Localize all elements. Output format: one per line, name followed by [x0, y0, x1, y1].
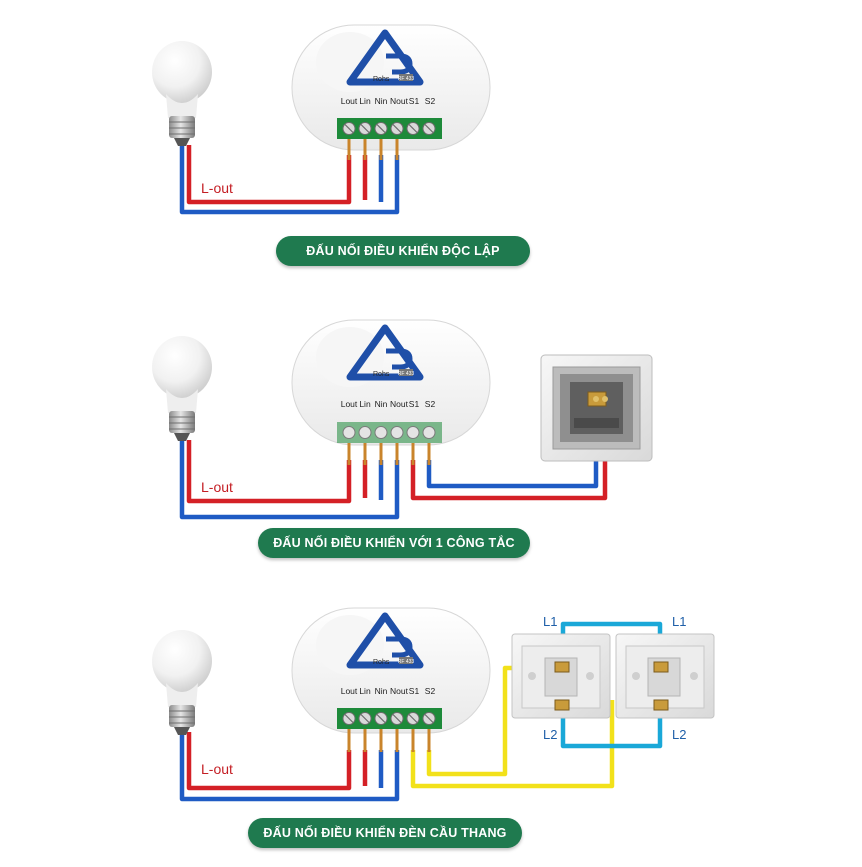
caption-section-3: ĐẤU NỐI ĐIỀU KHIỂN ĐÈN CẦU THANG [248, 818, 522, 848]
terminal-block [337, 118, 442, 139]
logo-sublabel: RF 433 [398, 659, 415, 665]
copper-leads [347, 729, 431, 752]
brand-logo-icon: RF 433 Rohs [346, 324, 424, 381]
wall-switch [540, 354, 653, 462]
terminal-label-s2: S2 [425, 96, 436, 106]
terminal-label-lin: Lin [359, 399, 371, 409]
cert-label: Rohs [373, 76, 390, 83]
brand-logo-icon: RF 433 Rohs [346, 29, 424, 86]
terminal-label-s2: S2 [425, 686, 436, 696]
traveller-l2 [560, 705, 663, 749]
neutral-wire [179, 440, 400, 520]
logo-sublabel: RF 433 [398, 76, 415, 82]
terminal-label-s2: S2 [425, 399, 436, 409]
caption-section-2: ĐẤU NỐI ĐIỀU KHIỂN VỚI 1 CÔNG TẮC [258, 528, 530, 558]
section-2: RF 433 Rohs Lout Lin Nin Nout S1 S2 [152, 319, 653, 520]
logo-sublabel: RF 433 [398, 371, 415, 377]
terminal-label-nin: Nin [375, 399, 388, 409]
terminal-labels: Lout Lin Nin Nout S1 S2 [341, 686, 436, 696]
controller-module: RF 433 Rohs Lout Lin Nin Nout S1 S2 [291, 319, 491, 465]
wires-section-1 [179, 145, 400, 215]
controller-module: RF 433 Rohs Lout Lin Nin Nout S1 S2 [291, 607, 491, 752]
two-way-switch-2 [615, 633, 715, 719]
s1-wire [410, 700, 615, 789]
terminal-label-s1: S1 [409, 686, 420, 696]
terminal-label-nin: Nin [375, 96, 388, 106]
copper-leads [347, 139, 399, 160]
caption-section-1: ĐẤU NỐI ĐIỀU KHIỂN ĐỘC LẬP [276, 236, 530, 266]
terminal-label-s1: S1 [409, 399, 420, 409]
terminal-label-nout: Nout [390, 686, 409, 696]
switch-labels: L1 L1 L2 L2 [543, 614, 686, 742]
neutral-wire [179, 145, 400, 215]
terminal-label-lout: Lout [341, 96, 358, 106]
terminal-label-nin: Nin [375, 686, 388, 696]
terminal-label-lin: Lin [359, 686, 371, 696]
brand-logo-icon: RF 433 Rohs [346, 612, 424, 669]
switch-1-l2-label: L2 [543, 727, 557, 742]
terminal-label-s1: S1 [409, 96, 420, 106]
section-3: RF 433 Rohs Lout Lin Nin Nout S1 S2 [152, 607, 715, 802]
terminal-label-lout: Lout [341, 399, 358, 409]
copper-leads [347, 443, 431, 465]
cert-label: Rohs [373, 371, 390, 378]
terminal-labels: Lout Lin Nin Nout S1 S2 [341, 96, 436, 106]
two-way-switch-1 [511, 633, 611, 719]
terminal-label-nout: Nout [390, 96, 409, 106]
controller-module: RF 433 Rohs Lout Lin Nin Nout S1 S2 [291, 24, 491, 160]
switch-2-l1-label: L1 [672, 614, 686, 629]
switch-2-l2-label: L2 [672, 727, 686, 742]
terminal-block [337, 708, 442, 729]
wire-label-lout: L-out [201, 180, 233, 196]
phase-wire [186, 145, 352, 205]
cert-label: Rohs [373, 659, 390, 666]
terminal-block [337, 422, 442, 443]
light-bulb-icon [152, 336, 212, 441]
section-1: RF 433 Rohs Lout Lin Nin Nout S1 S2 [152, 24, 491, 215]
phase-wire [186, 440, 352, 504]
light-bulb-icon [152, 41, 212, 146]
terminal-label-lout: Lout [341, 686, 358, 696]
switch-1-l1-label: L1 [543, 614, 557, 629]
wire-label-lout: L-out [201, 479, 233, 495]
phase-wire [186, 732, 352, 791]
neutral-wire [179, 732, 400, 802]
terminal-labels: Lout Lin Nin Nout S1 S2 [341, 399, 436, 409]
light-bulb-icon [152, 630, 212, 735]
wire-label-lout: L-out [201, 761, 233, 777]
terminal-label-lin: Lin [359, 96, 371, 106]
terminal-label-nout: Nout [390, 399, 409, 409]
